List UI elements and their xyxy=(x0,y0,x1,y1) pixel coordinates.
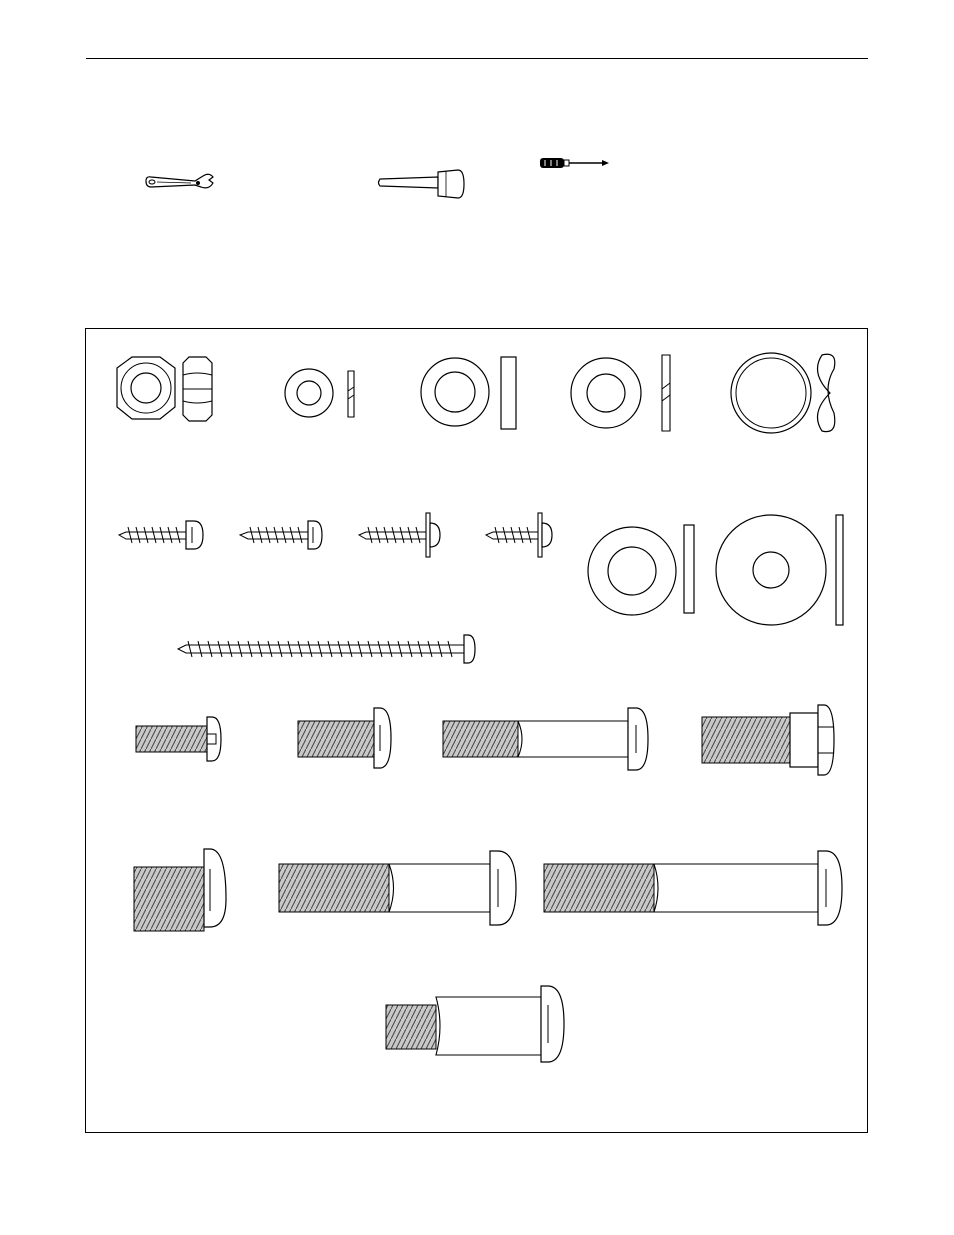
large-split-washer xyxy=(571,355,670,431)
top-rule xyxy=(86,58,868,59)
washer-large xyxy=(716,515,843,625)
bolt-3 xyxy=(702,705,834,775)
phillips-screwdriver-icon xyxy=(539,154,611,172)
screw-2 xyxy=(240,521,322,549)
shoulder-bolt-1 xyxy=(443,708,648,770)
shoulder-bolt-2 xyxy=(386,986,564,1062)
screw-3 xyxy=(359,513,440,557)
adjustable-wrench-icon xyxy=(143,170,215,194)
hardware-panel xyxy=(85,328,868,1133)
bolt-1 xyxy=(136,717,221,761)
washer-medium xyxy=(588,525,694,615)
retaining-clip xyxy=(731,353,835,433)
flat-washer xyxy=(421,357,516,429)
bolt-5 xyxy=(279,851,516,925)
hex-nut xyxy=(117,357,175,419)
screw-4 xyxy=(486,513,552,557)
rubber-mallet-icon xyxy=(376,168,466,200)
bolt-6 xyxy=(544,851,842,925)
nylon-locknut xyxy=(183,357,212,421)
bolt-2 xyxy=(298,708,391,768)
bolt-4 xyxy=(134,849,226,931)
small-split-washer xyxy=(285,369,354,417)
long-screw xyxy=(178,635,475,663)
screw-1 xyxy=(119,521,203,549)
